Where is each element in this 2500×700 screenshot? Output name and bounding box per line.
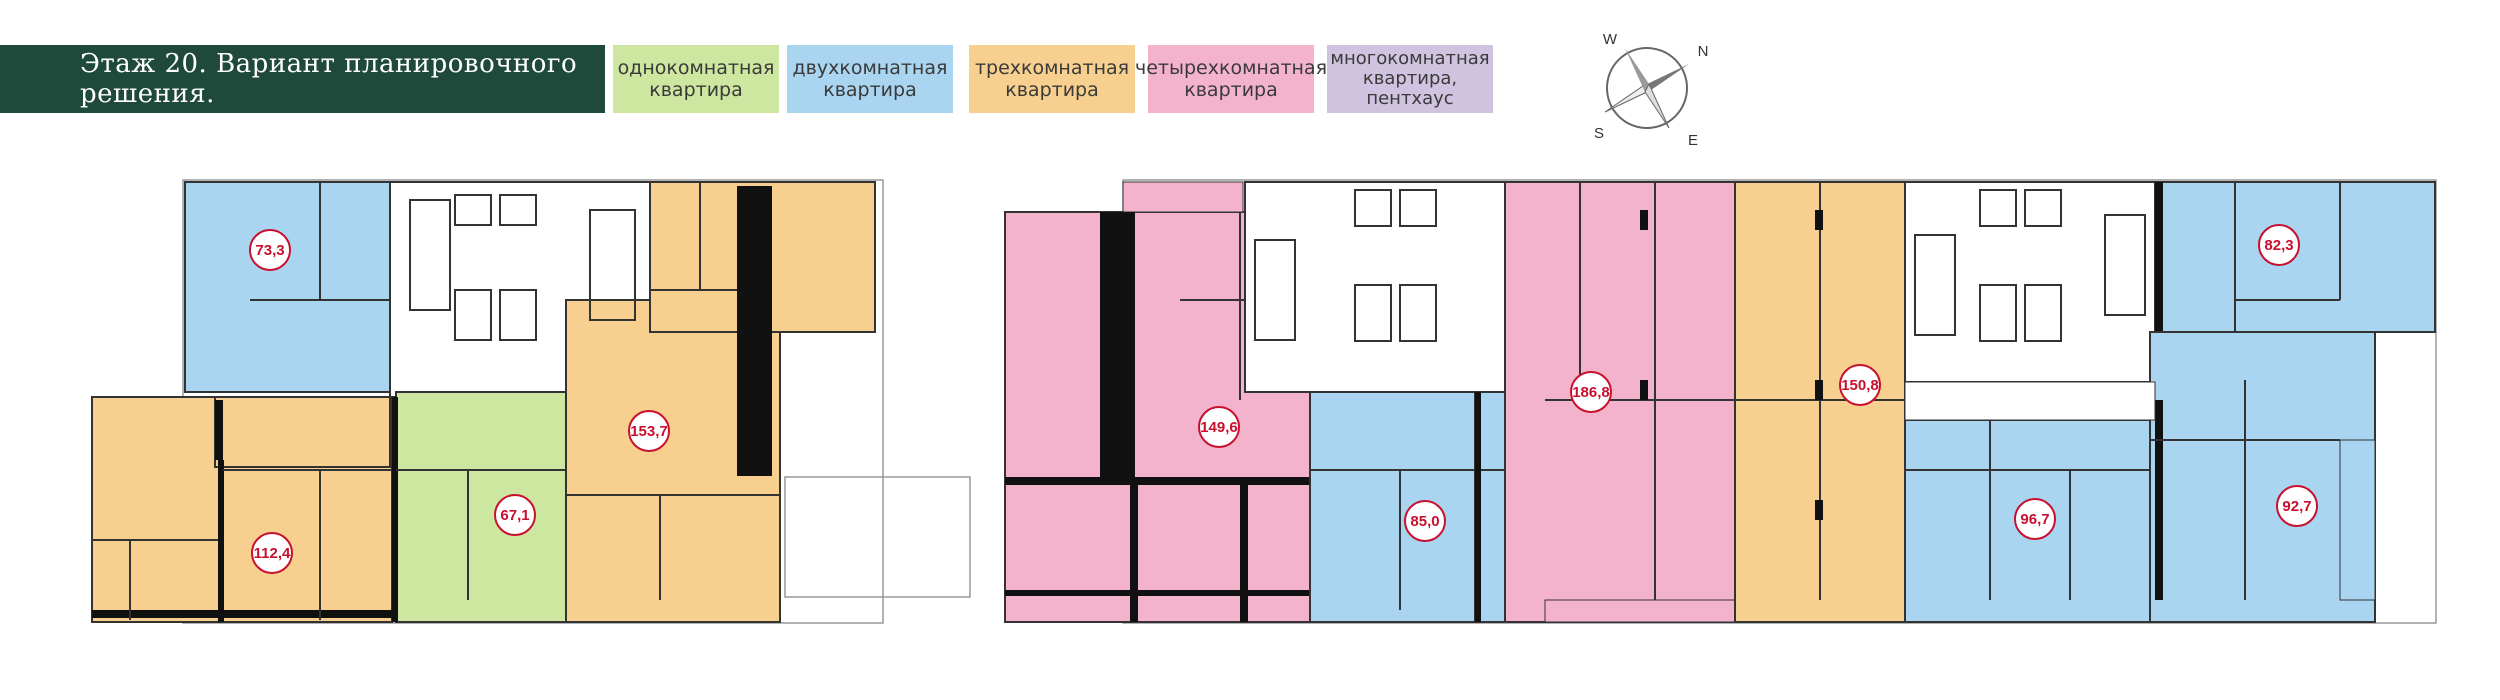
apartment-186-8 — [1504, 181, 1736, 623]
svg-text:92,7: 92,7 — [2282, 498, 2311, 515]
legend-three-room: трехкомнатная квартира — [969, 45, 1135, 113]
area-label-92-7: 92,7 — [2276, 485, 2318, 527]
legend-multi-room: многокомнатная квартира, пентхаус — [1327, 45, 1493, 113]
area-label-186-8: 186,8 — [1570, 371, 1612, 413]
svg-text:67,1: 67,1 — [500, 507, 529, 524]
area-label-85-0: 85,0 — [1404, 500, 1446, 542]
legend-two-room: двухкомнатная квартира — [787, 45, 953, 113]
compass-n-label: N — [1698, 43, 1709, 60]
area-label-82-3: 82,3 — [2258, 224, 2300, 266]
compass-icon — [1604, 47, 1689, 129]
compass-w-label: W — [1603, 31, 1618, 48]
svg-text:96,7: 96,7 — [2020, 511, 2049, 528]
apartment-73-3 — [184, 181, 391, 393]
apartment-92-7 — [2149, 331, 2376, 623]
svg-text:150,8: 150,8 — [1841, 377, 1879, 394]
apartment-67-1 — [395, 391, 567, 623]
area-label-96-7: 96,7 — [2014, 498, 2056, 540]
svg-text:112,4: 112,4 — [254, 545, 291, 562]
svg-text:153,7: 153,7 — [630, 423, 668, 440]
svg-text:73,3: 73,3 — [255, 242, 284, 259]
area-label-73-3: 73,3 — [249, 229, 291, 271]
area-label-112-4: 112,4 — [251, 532, 293, 574]
area-label-67-1: 67,1 — [494, 494, 536, 536]
page-title: Этаж 20. Вариант планировочного решения. — [0, 45, 605, 113]
svg-text:85,0: 85,0 — [1410, 513, 1439, 530]
area-label-150-8: 150,8 — [1839, 364, 1881, 406]
svg-text:186,8: 186,8 — [1572, 384, 1610, 401]
svg-text:82,3: 82,3 — [2264, 237, 2293, 254]
right-building — [1004, 179, 2437, 624]
compass-s-label: S — [1594, 125, 1604, 142]
legend-one-room: однокомнатная квартира — [613, 45, 779, 113]
left-building — [91, 179, 971, 624]
area-label-149-6: 149,6 — [1198, 406, 1240, 448]
svg-text:149,6: 149,6 — [1200, 419, 1238, 436]
compass-e-label: E — [1688, 132, 1698, 149]
legend-four-room: четырехкомнатная квартира — [1135, 45, 1327, 113]
area-label-153-7: 153,7 — [628, 410, 670, 452]
